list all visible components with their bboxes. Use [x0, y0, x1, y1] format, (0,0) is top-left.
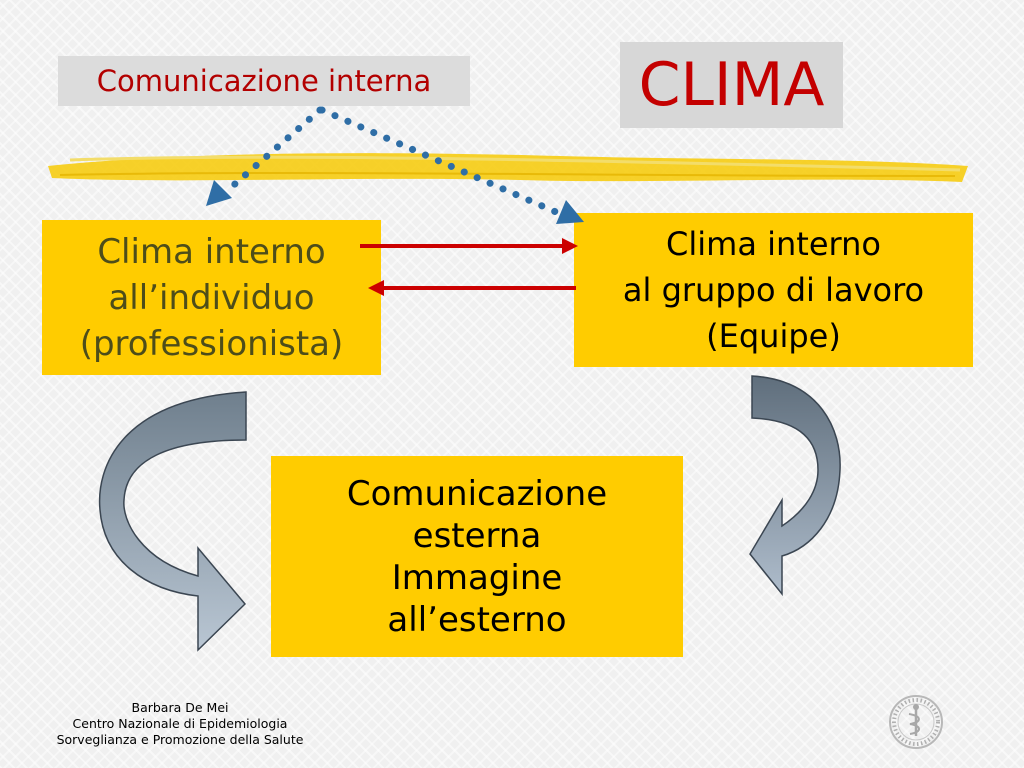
box-line: Clima interno	[97, 231, 326, 272]
institute-seal-icon	[889, 695, 943, 749]
clima-individuo-box: Clima interno all’individuo (professioni…	[42, 220, 381, 375]
red-arrow-right-icon	[360, 238, 578, 254]
footer-center: Centro Nazionale di Epidemiologia	[72, 716, 288, 731]
box-line: (professionista)	[79, 323, 344, 364]
dotted-arrow-left-icon	[206, 106, 324, 206]
box-line: (Equipe)	[706, 317, 841, 355]
clima-title: CLIMA	[620, 42, 843, 128]
footer-department: Sorveglianza e Promozione della Salute	[56, 732, 304, 747]
box-line: Comunicazione	[346, 473, 608, 514]
dotted-arrow-right-icon	[318, 106, 584, 224]
comunicazione-interna-label: Comunicazione interna	[58, 56, 470, 106]
box-line: esterna	[412, 515, 542, 556]
box-line: al gruppo di lavoro	[622, 271, 925, 309]
box-line: all’esterno	[387, 599, 567, 640]
box-line: Clima interno	[666, 225, 881, 263]
curved-arrow-right-icon	[749, 375, 841, 597]
clima-gruppo-box: Clima interno al gruppo di lavoro (Equip…	[574, 213, 973, 367]
curved-arrow-left-icon	[98, 391, 247, 652]
footer: Barbara De Mei Centro Nazionale di Epide…	[40, 700, 320, 748]
comunicazione-esterna-box: Comunicazione esterna Immagine all’ester…	[271, 456, 683, 657]
box-line: Immagine	[391, 557, 563, 598]
clima-text: CLIMA	[638, 50, 825, 120]
footer-author: Barbara De Mei	[131, 700, 229, 715]
box-line: all’individuo	[108, 277, 315, 318]
comunicazione-interna-text: Comunicazione interna	[96, 63, 432, 98]
red-arrow-left-icon	[368, 280, 576, 296]
